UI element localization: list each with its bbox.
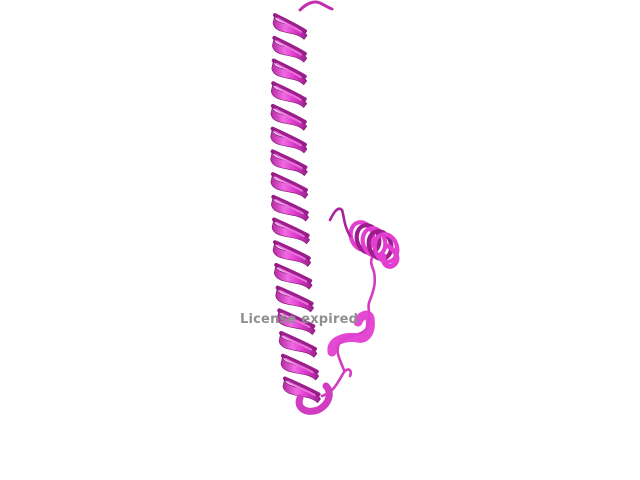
short-helix-end	[381, 243, 400, 269]
n-terminal-tail	[298, 0, 334, 12]
helix-back-strand	[273, 240, 311, 261]
helix-back-strand	[270, 103, 307, 124]
helix-ribbon-turn	[278, 331, 318, 358]
helix-highlight	[275, 85, 302, 101]
helix-ribbon-turn	[270, 172, 309, 199]
helix-ribbon-turn	[280, 354, 320, 381]
helix-highlight	[282, 335, 313, 351]
helix-ribbon-turn	[272, 36, 308, 63]
short-helix	[348, 220, 400, 269]
long-helix-back-strands	[270, 13, 321, 397]
helix-highlight	[286, 380, 316, 397]
helix-back-strand	[275, 285, 314, 306]
helix-ribbon-turn	[270, 150, 308, 177]
helix-back-strand	[271, 58, 307, 79]
helix-ribbon-turn	[272, 240, 312, 267]
helix-highlight	[279, 289, 309, 306]
helix-ribbon-turn	[270, 127, 308, 154]
helix-ribbon-turn	[271, 195, 310, 222]
helix-back-strand	[272, 217, 310, 238]
helix-ribbon-turn	[271, 59, 308, 86]
helix-ribbon-turn	[270, 82, 308, 109]
helix-highlight	[276, 17, 303, 33]
helix-highlight	[274, 153, 303, 170]
helix-ribbon-turn	[273, 263, 313, 290]
helix-back-strand	[270, 126, 307, 147]
helix-highlight	[274, 176, 304, 192]
helix-highlight	[278, 267, 308, 283]
helix-back-strand	[274, 262, 313, 283]
helix-back-strand	[280, 353, 319, 374]
license-watermark: License expired	[240, 312, 359, 327]
helix-highlight	[276, 244, 306, 260]
helix-highlight	[281, 312, 311, 328]
helix-ribbon-turn	[275, 286, 314, 313]
helix-highlight	[275, 221, 305, 238]
helix-ribbon-turn	[270, 104, 308, 131]
helix-back-strand	[271, 194, 309, 215]
helix-back-strand	[270, 149, 308, 170]
helix-ribbon-turn	[272, 13, 308, 40]
helix-back-strand	[282, 376, 321, 397]
short-helix-coil	[372, 232, 400, 264]
helix-back-strand	[272, 35, 307, 56]
long-helix	[270, 13, 321, 404]
helix-back-strand	[271, 81, 307, 102]
helix-highlight	[275, 199, 304, 215]
helix-ribbon-turn	[276, 309, 316, 336]
helix-back-strand	[270, 172, 308, 192]
helix-back-strand	[277, 308, 316, 329]
helix-back-strand	[279, 331, 317, 351]
helix-highlight	[274, 130, 303, 147]
helix-ribbon-turn	[271, 218, 311, 245]
helix-highlight	[276, 40, 302, 56]
helix-highlight	[275, 62, 302, 79]
short-turn-segment	[327, 310, 375, 357]
helix-back-strand	[273, 13, 307, 34]
helix-highlight	[284, 358, 314, 374]
helix-ribbon-turn	[282, 377, 321, 404]
helix-highlight	[274, 108, 302, 124]
c-terminal-tail	[328, 207, 352, 238]
